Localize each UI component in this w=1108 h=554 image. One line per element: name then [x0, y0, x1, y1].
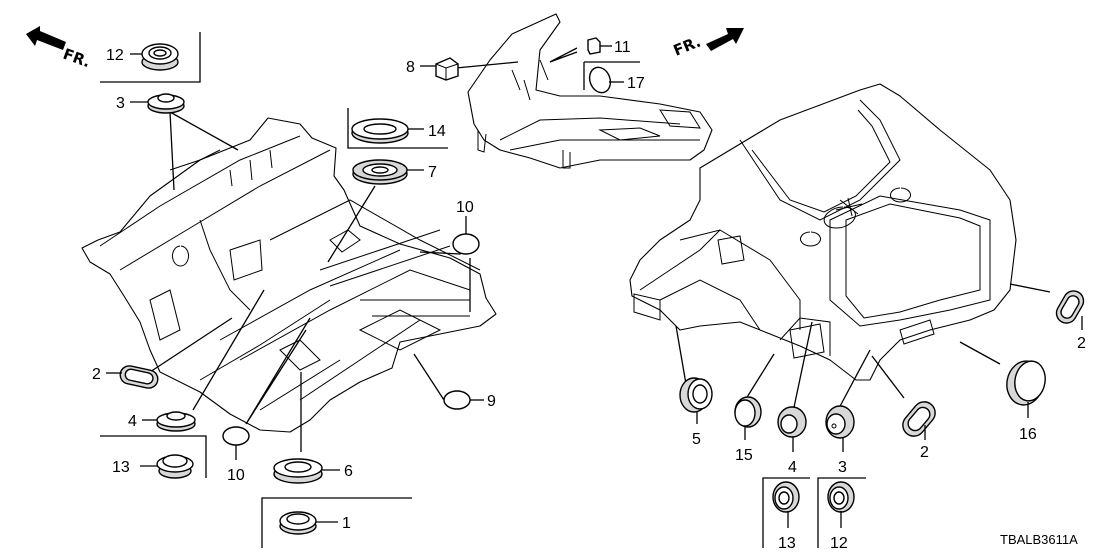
part-5-grommet[interactable]	[679, 377, 713, 424]
rear-body-illustration	[629, 83, 1017, 381]
rear-floor-panel-illustration	[467, 13, 713, 169]
front-direction-indicator-right: FR.	[671, 28, 744, 60]
part-12-grommet-right[interactable]	[827, 481, 855, 528]
callout-6: 6	[344, 463, 353, 480]
callout-12-right: 12	[830, 535, 848, 552]
callout-4-right: 4	[788, 459, 797, 476]
callout-12-top: 12	[106, 47, 124, 64]
arrow-left-icon	[26, 26, 66, 50]
callout-1: 1	[342, 515, 351, 532]
callout-11: 11	[614, 39, 631, 56]
callout-3-right: 3	[838, 459, 847, 476]
part-17-seal[interactable]	[586, 64, 624, 95]
front-direction-indicator-left: FR.	[26, 26, 93, 71]
leader-lines	[149, 47, 1051, 452]
callout-4-left: 4	[128, 413, 137, 430]
callout-7: 7	[428, 164, 437, 181]
callout-13-right: 13	[778, 535, 796, 552]
part-10-seal-right[interactable]	[452, 216, 480, 255]
callout-15: 15	[735, 447, 753, 464]
callout-14: 14	[428, 123, 446, 140]
fr-label-left: FR.	[61, 45, 93, 71]
callout-10-right: 10	[456, 199, 474, 216]
front-floor-body-illustration	[81, 117, 497, 433]
part-6-grommet[interactable]	[273, 458, 340, 484]
part-13-grommet-left[interactable]	[140, 454, 194, 479]
part-2-oval-grommet-left[interactable]	[106, 364, 159, 390]
part-3-grommet-right[interactable]	[825, 405, 855, 452]
callout-17: 17	[627, 75, 645, 92]
arrow-right-icon	[706, 28, 744, 51]
part-2-oval-grommet-right-top[interactable]	[1053, 287, 1087, 330]
group-brackets	[100, 32, 866, 548]
callout-9: 9	[487, 393, 496, 410]
part-3-grommet-top[interactable]	[130, 93, 185, 114]
part-7-grommet[interactable]	[352, 159, 424, 185]
part-15-grommet[interactable]	[734, 396, 762, 440]
callout-2-right-top: 2	[1077, 335, 1086, 352]
part-16-plug[interactable]	[1003, 358, 1048, 418]
callout-13-left: 13	[112, 459, 130, 476]
callout-2-left: 2	[92, 366, 101, 383]
part-13-grommet-right[interactable]	[772, 481, 800, 528]
callout-16: 16	[1019, 426, 1037, 443]
part-4-grommet-right[interactable]	[777, 406, 807, 452]
part-11-square-plug[interactable]	[587, 37, 612, 55]
part-9-seal[interactable]	[443, 390, 484, 410]
callout-10-bottom: 10	[227, 467, 245, 484]
callout-5: 5	[692, 431, 701, 448]
part-8-block-plug[interactable]	[420, 57, 459, 81]
part-2-oval-grommet-right-bottom[interactable]	[898, 397, 939, 440]
callout-2-right-bottom: 2	[920, 444, 929, 461]
part-12-grommet-top[interactable]	[130, 43, 179, 71]
part-14-grommet[interactable]	[351, 118, 424, 144]
part-1-grommet[interactable]	[279, 511, 338, 535]
diagram-code: TBALB3611A	[1000, 532, 1078, 547]
part-4-grommet-left[interactable]	[142, 411, 196, 432]
fr-label-right: FR.	[671, 33, 704, 60]
part-10-seal-bottom[interactable]	[222, 426, 250, 460]
callout-3-top: 3	[116, 95, 125, 112]
callout-8: 8	[406, 59, 415, 76]
